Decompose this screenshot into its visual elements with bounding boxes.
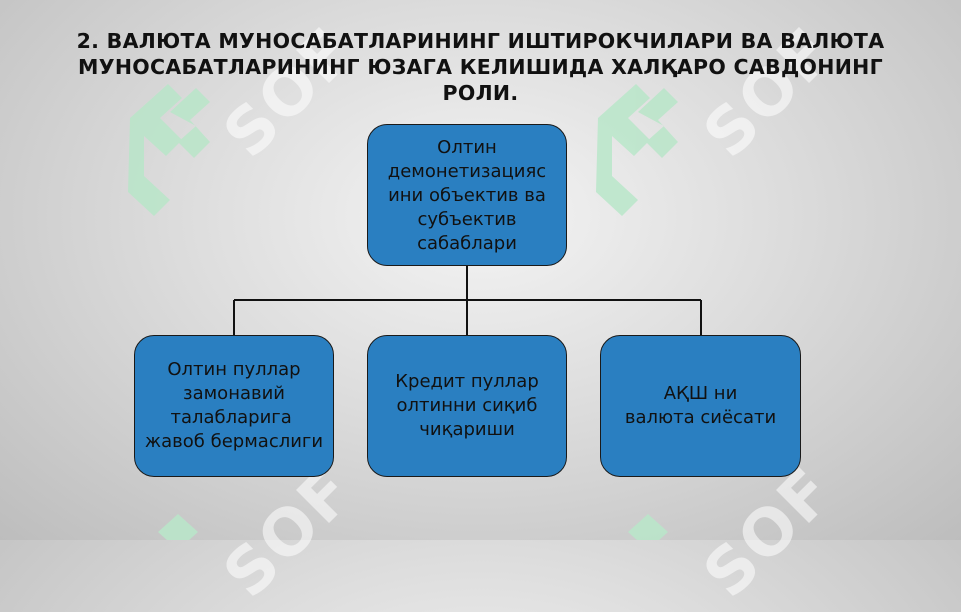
diagram-root-node: Олтин демонетизацияс ини объектив ва суб…: [367, 124, 567, 266]
diagram-connectors: [233, 266, 702, 335]
diagram-child-node: Олтин пуллар замонавий талабларига жавоб…: [134, 335, 334, 477]
child-node-label: АҚШ ни валюта сиёсати: [624, 383, 777, 428]
page-title: 2. ВАЛЮТА МУНОСАБАТЛАРИНИНГ ИШТИРОКЧИЛАР…: [76, 29, 885, 105]
child-node-label: Олтин пуллар замонавий талабларига жавоб…: [144, 359, 324, 452]
root-node-label: Олтин демонетизацияс ини объектив ва суб…: [387, 137, 547, 254]
child-node-label: Кредит пуллар олтинни сиқиб чиқариши: [395, 371, 539, 440]
diagram-child-node: АҚШ ни валюта сиёсати: [600, 335, 801, 477]
diagram-child-node: Кредит пуллар олтинни сиқиб чиқариши: [367, 335, 567, 477]
